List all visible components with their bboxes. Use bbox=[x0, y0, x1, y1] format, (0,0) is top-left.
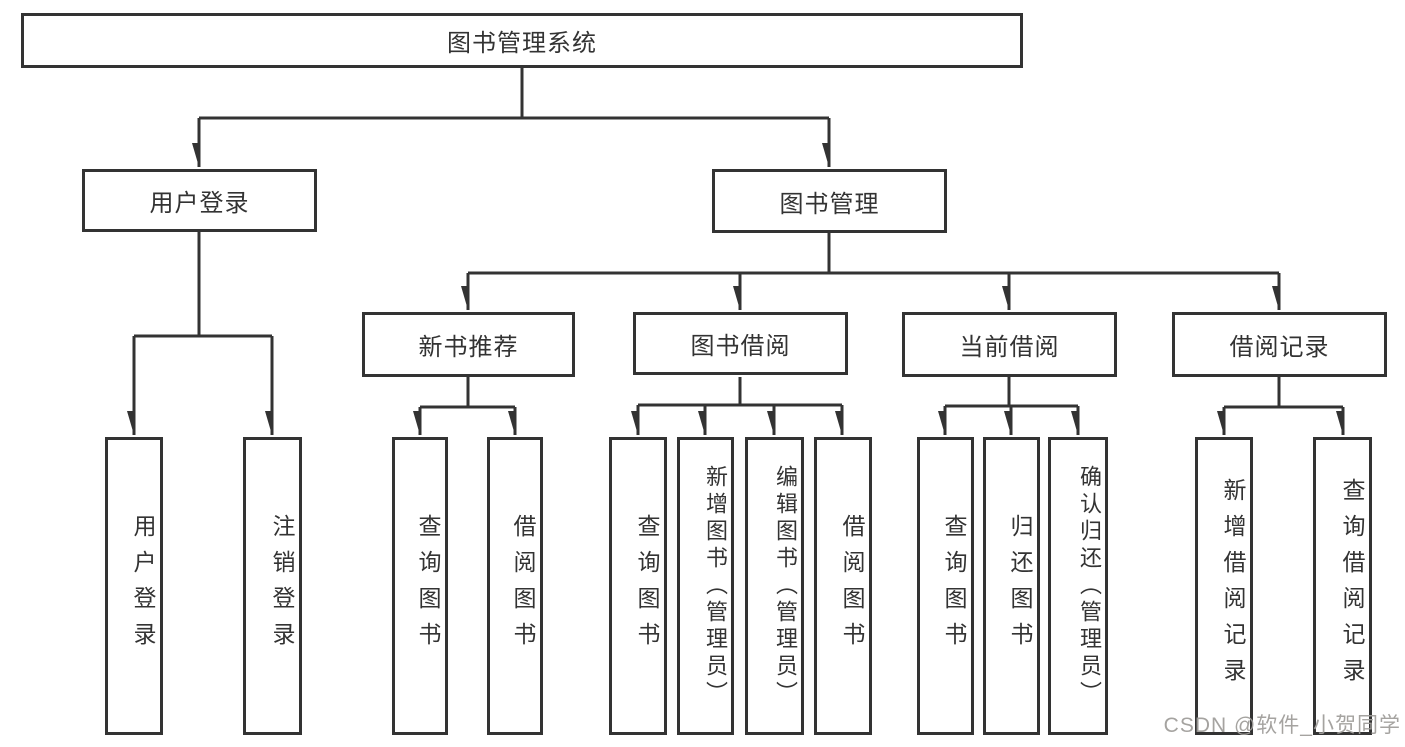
connector-borrowing-records-children bbox=[1224, 377, 1345, 435]
node-current-borrowing: 当前借阅 bbox=[902, 312, 1117, 377]
leaf-return-book: 归还图书 bbox=[983, 437, 1040, 735]
leaf-borrow-books-borrowing: 借阅图书 bbox=[814, 437, 872, 735]
leaf-add-book-admin: 新增图书（管理员） bbox=[677, 437, 734, 735]
node-root: 图书管理系统 bbox=[21, 13, 1023, 68]
leaf-query-borrow-record: 查询借阅记录 bbox=[1313, 437, 1372, 735]
connector-new-book-children bbox=[420, 377, 517, 435]
leaf-confirm-return-admin: 确认归还（管理员） bbox=[1048, 437, 1108, 735]
node-new-book-recommendation: 新书推荐 bbox=[362, 312, 575, 377]
leaf-query-books-borrowing: 查询图书 bbox=[609, 437, 667, 735]
leaf-add-borrow-record: 新增借阅记录 bbox=[1195, 437, 1253, 735]
leaf-logout: 注销登录 bbox=[243, 437, 302, 735]
connector-root-to-level2 bbox=[199, 68, 831, 167]
connector-current-borrowing-children bbox=[945, 377, 1080, 435]
csdn-watermark: CSDN @软件_小贺同学 bbox=[1163, 714, 1401, 737]
connector-book-borrowing-children bbox=[638, 377, 844, 435]
node-borrowing-records: 借阅记录 bbox=[1172, 312, 1387, 377]
node-book-management: 图书管理 bbox=[712, 169, 947, 233]
connector-user-login-children bbox=[134, 232, 274, 435]
leaf-query-books-recommend: 查询图书 bbox=[392, 437, 448, 735]
leaf-borrow-books-recommend: 借阅图书 bbox=[487, 437, 543, 735]
connector-book-management-children bbox=[468, 233, 1281, 310]
node-user-login: 用户登录 bbox=[82, 169, 317, 232]
node-book-borrowing: 图书借阅 bbox=[633, 312, 848, 375]
leaf-edit-book-admin: 编辑图书（管理员） bbox=[745, 437, 804, 735]
leaf-query-books-current: 查询图书 bbox=[917, 437, 974, 735]
leaf-user-login: 用户登录 bbox=[105, 437, 163, 735]
